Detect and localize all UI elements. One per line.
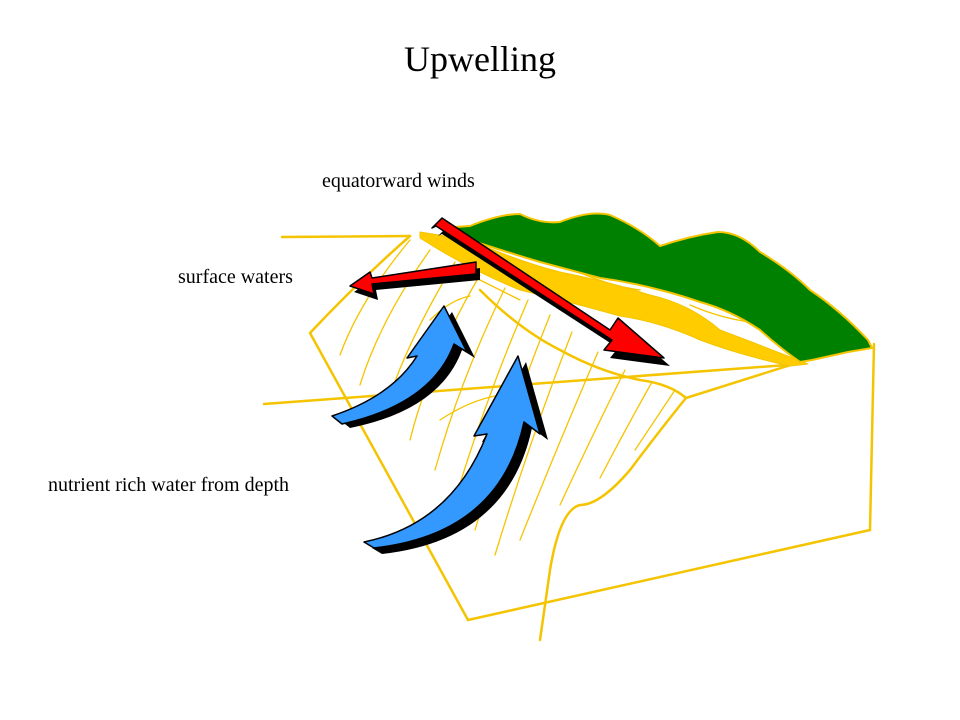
block-right-edge [868,342,876,532]
surface-waters-arrow [349,261,477,295]
upwelling-arrow-1 [331,305,468,425]
block-front-left-edge [308,234,470,622]
upwelling-arrow-2 [363,355,541,549]
shelf-edge [684,360,802,400]
label-nutrient-rich-water: nutrient rich water from depth [48,474,290,496]
land-mass [439,212,874,364]
label-equatorward-winds: equatorward winds [322,170,475,192]
block-bottom-edge [466,528,872,622]
page-title: Upwelling [404,39,556,79]
label-surface-waters: surface waters [178,266,293,288]
equatorward-wind-arrow [431,217,665,359]
back-sea-line [280,234,412,239]
